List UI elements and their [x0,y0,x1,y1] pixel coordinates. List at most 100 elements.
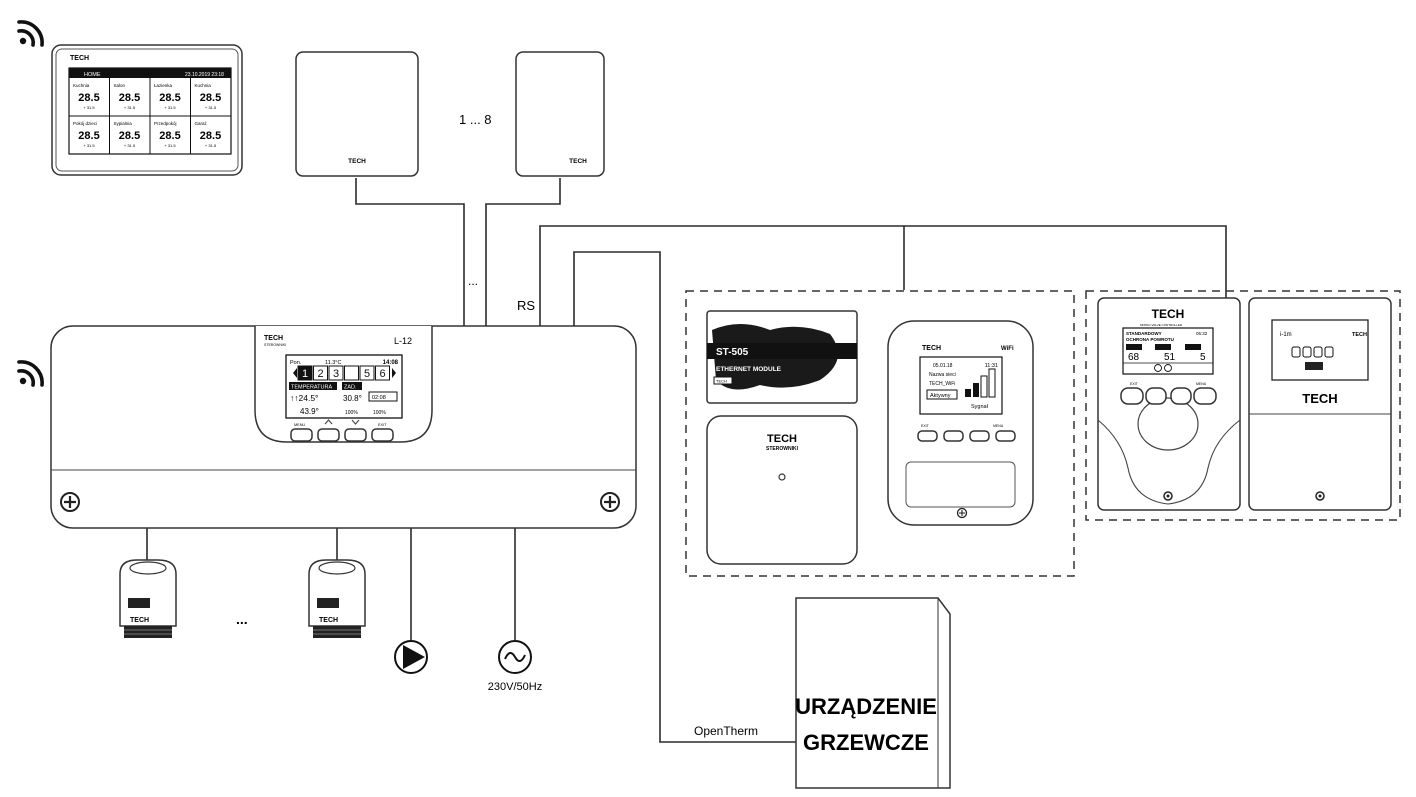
st505-badge: TECH [716,379,727,384]
heater-line2: GRZEWCZE [803,730,929,755]
zone-name: Kuchnia [195,83,212,88]
zone-temperature: 28.5 [78,130,99,142]
screw-icon [1315,491,1325,501]
mixer-line2: OCHRONA POWROTU [1126,337,1174,342]
thermoelectric-actuator: TECH [119,559,177,638]
zone-name: Salon [114,83,126,88]
rs-label: RS [517,298,535,313]
wire-ellipsis: ... [468,274,478,288]
room-sensor: TECH [515,51,605,177]
l12-day: Pon. [290,360,302,366]
i1m-chip-icon [1305,362,1323,370]
wifi-icon [17,20,44,47]
zone-temperature: 28.5 [119,130,140,142]
l12-temp-value: ↑↑24.5° [290,393,318,403]
wifi-menu-label: MENU [993,424,1004,428]
zone-name: Kuchnia [73,83,90,88]
mixer-exit-button[interactable] [1120,387,1144,405]
zone-box [297,365,313,381]
l12-floor-value: 43.9° [300,407,319,416]
wifi-module-screen [919,356,1003,415]
zone-temperature: 28.5 [159,92,180,104]
zone-setpoint: + 31.5 [124,105,136,110]
zone-box [375,365,390,381]
wire-rs-bus [539,225,1227,326]
sensor-brand: TECH [569,158,587,165]
status-icons [1291,346,1334,358]
zone-temperature: 28.5 [119,92,140,104]
touch-control-panel: TECH HOME 23.10.2019 23:18 Kuchnia28.5+ … [51,44,243,176]
st505-housing: TECH STEROWNIKI [706,415,858,565]
l12-controller: TECH STEROWNIKI L-12 Pon. 11.3°C 14:08 1… [50,325,637,529]
l12-battery: 100% [373,410,386,416]
wiring [146,178,1227,743]
screw-icon [778,473,786,481]
wifi-time: 11:31 [985,363,998,369]
l12-signal: 100% [345,410,358,416]
zone-number: 2 [317,368,323,380]
screw-icon [600,492,620,512]
zone-temperature: 28.5 [200,92,221,104]
wifi-down-button[interactable] [969,430,990,442]
chevron-up-icon [324,419,333,425]
wifi-net-name: TECH_WiFi [929,381,955,387]
voltage-label: 230V/50Hz [488,681,542,693]
housing-brand: TECH [767,433,797,445]
wifi-exit-button[interactable] [917,430,938,442]
l12-up-button[interactable] [317,428,340,442]
zone-name: Sypialnia [114,121,133,126]
l12-exit-button[interactable] [371,428,394,442]
mixer-exit-label: EXIT [1130,382,1139,386]
thermoelectric-actuator: TECH [308,559,366,638]
zone-setpoint: + 31.5 [164,105,176,110]
wifi-up-button[interactable] [943,430,964,442]
zone-number: 5 [364,368,370,380]
sensor-brand: TECH [348,158,366,165]
zone-box [344,365,359,381]
i1m-brand-small: TECH [1352,332,1367,338]
l12-exit-label: EXIT [378,423,387,427]
mixer-line1: STANDARDOWY [1126,331,1162,336]
zone-name: Przedpokój [154,121,177,126]
i1m-model: i-1m [1280,332,1292,338]
wifi-module: TECH WiFi 05.01.18 11:31 Nazwa sieci TEC… [887,320,1034,526]
wifi-signal-label: Sygnał [971,404,989,410]
chevron-down-icon [351,419,360,425]
zone-setpoint: + 31.5 [83,143,95,148]
st505-subtitle: ETHERNET MODULE [716,366,782,373]
l12-zad-value: 30.8° [343,394,362,403]
l12-zad-label: ZAD. [344,385,357,391]
arrow-left-icon [293,368,297,378]
mixer-menu-button[interactable] [1193,387,1217,405]
zone-setpoint: + 31.5 [124,143,136,148]
zone-name: Pokój dzieci [73,121,97,126]
st505-ethernet-module: ST-505 ETHERNET MODULE TECH [706,310,858,404]
wire-opentherm [573,251,796,743]
wire-sensor-8 [485,178,561,326]
mixer-brand: TECH [1152,307,1185,321]
zone-temperature: 28.5 [159,130,180,142]
housing-brand-sub: STEROWNIKI [766,446,799,452]
panel-brand: TECH [70,55,89,62]
mixer-menu-label: MENU [1196,382,1207,386]
l12-menu-button[interactable] [290,428,313,442]
sensor-count-label: 1 ... 8 [459,112,492,127]
l12-down-button[interactable] [344,428,367,442]
mixer-val-1: 68 [1128,352,1140,363]
wifi-net-label: Nazwa sieci [929,372,956,378]
st505-model: ST-505 [716,347,749,358]
wifi-exit-label: EXIT [921,424,930,428]
screw-icon [60,492,80,512]
mixer-minus-button[interactable] [1145,387,1167,405]
i1m-screen [1271,319,1369,381]
zone-number: 1 [302,368,308,380]
wifi-menu-button[interactable] [995,430,1016,442]
l12-brand: TECH [264,335,283,342]
wifi-module-wifi: WiFi [1001,346,1014,352]
zone-temperature: 28.5 [200,130,221,142]
panel-status-left: HOME [84,72,101,78]
mixer-plus-button[interactable] [1170,387,1192,405]
